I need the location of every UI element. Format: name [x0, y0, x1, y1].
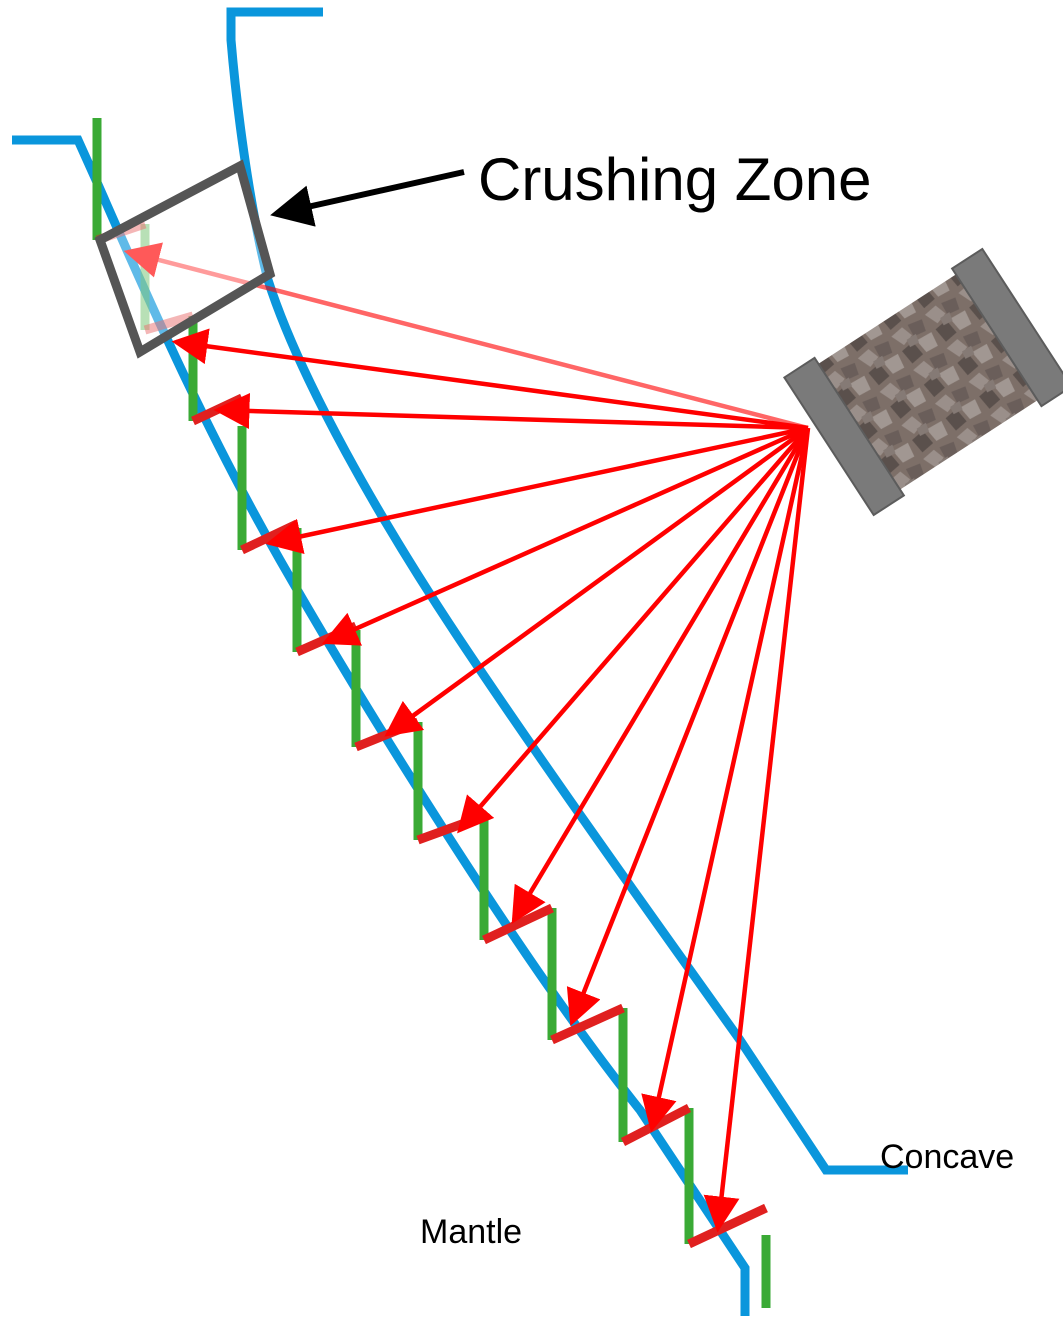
- crushing-zone-label: Crushing Zone: [478, 146, 872, 213]
- crushing-zone-box: [94, 159, 276, 359]
- concave-label: Concave: [880, 1138, 1014, 1176]
- step-verticals: [92, 118, 771, 1308]
- crushing-zone-pointer: [270, 169, 465, 227]
- mantle-label: Mantle: [420, 1213, 522, 1251]
- projection-arrows: [123, 242, 811, 1233]
- rock-sample-icon: [782, 247, 1063, 517]
